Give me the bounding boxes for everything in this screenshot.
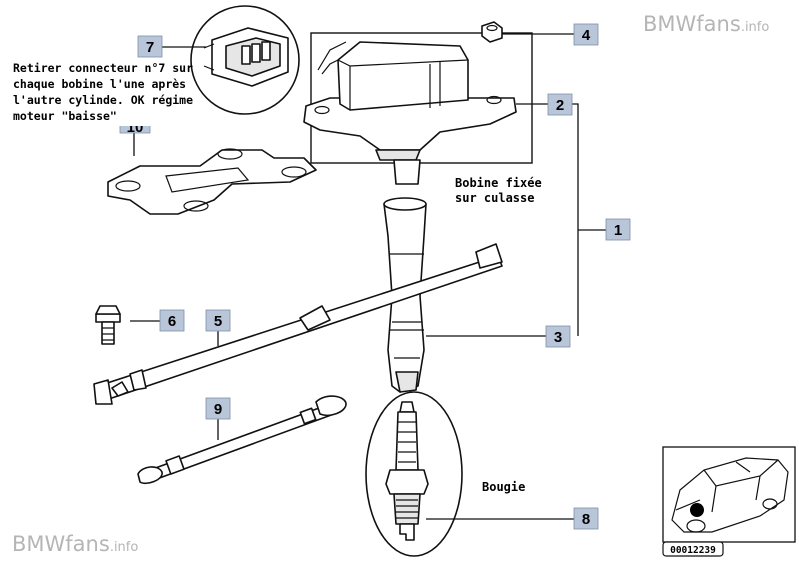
ground-cable: [137, 395, 347, 485]
callout-4: 4: [573, 23, 599, 46]
watermark-top: BMWfans.info: [643, 12, 769, 36]
bolt: [95, 305, 121, 345]
callout-8: 8: [573, 507, 599, 530]
connector-detail: [190, 5, 300, 115]
diagram-number: 00012239: [670, 545, 716, 556]
removal-note: Retirer connecteur n°7 sur chaque bobine…: [13, 61, 200, 123]
leader-lines: [130, 33, 606, 520]
svg-text:6: 6: [168, 313, 176, 330]
svg-text:5: 5: [214, 313, 222, 330]
car-thumbnail: 00012239: [662, 446, 796, 557]
callout-2: 2: [547, 93, 573, 116]
callout-1: 1: [605, 218, 631, 241]
spark-plug-label: Bougie: [482, 480, 525, 494]
svg-text:3: 3: [554, 329, 562, 346]
callout-5: 5: [205, 309, 231, 332]
coil-fixed-label: Bobine fixée sur culasse: [455, 176, 549, 205]
svg-text:7: 7: [146, 39, 154, 56]
callout-3: 3: [545, 325, 571, 348]
callout-6: 6: [159, 309, 185, 332]
svg-text:8: 8: [582, 511, 590, 528]
callout-9: 9: [205, 397, 231, 420]
svg-text:9: 9: [214, 401, 222, 418]
ignition-coil: [303, 41, 517, 185]
callout-7: 7: [137, 35, 163, 58]
gasket: [107, 148, 317, 215]
coil-frame: [310, 32, 533, 164]
watermark-bottom: BMWfans.info: [12, 532, 138, 556]
cable-duct: [93, 243, 503, 405]
spark-plug-detail: [365, 391, 463, 557]
svg-text:2: 2: [556, 97, 564, 114]
svg-text:1: 1: [614, 222, 622, 239]
svg-text:4: 4: [582, 27, 591, 44]
note-background: [10, 60, 190, 126]
nut: [481, 21, 503, 43]
